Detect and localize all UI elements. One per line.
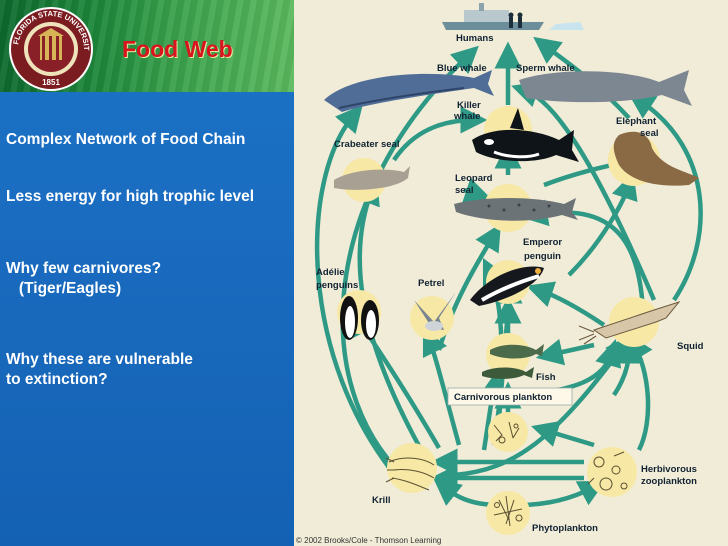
label-elephant-seal: Elephant bbox=[616, 116, 657, 127]
label-carnivorous-plankton: Carnivorous plankton bbox=[454, 392, 552, 403]
petrel-icon bbox=[414, 292, 456, 331]
herbivorous-zooplankton-icon bbox=[587, 451, 628, 491]
killer-whale-icon bbox=[472, 108, 579, 162]
label-killer-whale: whale bbox=[453, 111, 480, 122]
label-blue-whale: Blue whale bbox=[437, 63, 487, 74]
fish-icon bbox=[482, 344, 544, 379]
bullet-energy: Less energy for high trophic level bbox=[6, 187, 254, 207]
label-phytoplankton: Phytoplankton bbox=[532, 523, 598, 534]
label-petrel: Petrel bbox=[418, 278, 444, 289]
label-krill: Krill bbox=[372, 495, 390, 506]
humans-icon bbox=[508, 12, 523, 28]
label-emperor-penguin: penguin bbox=[524, 251, 561, 262]
food-web-diagram: Humans Blue whale Sperm whale Killer wha… bbox=[294, 0, 728, 546]
left-panel: FLORIDA STATE UNIVERSITY 1851 Food Web C… bbox=[0, 0, 294, 546]
bullet-line: (Tiger/Eagles) bbox=[6, 280, 122, 297]
svg-text:1851: 1851 bbox=[42, 78, 60, 87]
bullet-food-chain: Complex Network of Food Chain bbox=[6, 130, 245, 150]
energy-flow-arrows bbox=[314, 36, 703, 508]
emperor-penguin-icon bbox=[470, 266, 544, 306]
label-humans: Humans bbox=[456, 33, 493, 44]
label-herbivorous-zooplankton: Herbivorous bbox=[641, 464, 697, 475]
food-web-svg: Humans Blue whale Sperm whale Killer wha… bbox=[314, 3, 704, 535]
label-adelie-penguins: Adélie bbox=[316, 267, 345, 278]
leopard-seal-icon bbox=[454, 198, 578, 221]
label-squid: Squid bbox=[677, 341, 704, 352]
copyright-text: © 2002 Brooks/Cole - Thomson Learning bbox=[296, 536, 442, 545]
label-sperm-whale: Sperm whale bbox=[516, 63, 575, 74]
label-crabeater-seal: Crabeater seal bbox=[334, 139, 399, 150]
bullet-line: Why few carnivores? bbox=[6, 260, 162, 277]
label-herbivorous-zooplankton: zooplankton bbox=[641, 476, 697, 487]
phytoplankton-icon bbox=[493, 495, 523, 527]
bullet-extinction: Why these are vulnerable to extinction? bbox=[6, 350, 193, 390]
elephant-seal-icon bbox=[613, 131, 699, 186]
label-elephant-seal: seal bbox=[640, 128, 659, 139]
bullet-line: Why these are vulnerable bbox=[6, 351, 193, 368]
sperm-whale-icon bbox=[519, 70, 692, 106]
plankton-icons bbox=[385, 421, 628, 527]
label-fish: Fish bbox=[536, 372, 556, 383]
label-emperor-penguin: Emperor bbox=[523, 237, 562, 248]
bullet-carnivores: Why few carnivores? (Tiger/Eagles) bbox=[6, 259, 161, 299]
bullet-line: Complex Network of Food Chain bbox=[6, 131, 246, 148]
bullet-line: Less energy for high trophic level bbox=[6, 188, 255, 205]
crabeater-seal-icon bbox=[334, 166, 410, 190]
blue-whale-icon bbox=[324, 70, 494, 112]
krill-icon bbox=[385, 457, 435, 491]
bullet-line: to extinction? bbox=[6, 371, 108, 388]
slide-title: Food Web bbox=[122, 36, 233, 62]
university-seal-logo: FLORIDA STATE UNIVERSITY 1851 bbox=[8, 6, 93, 91]
label-killer-whale: Killer bbox=[457, 100, 481, 111]
squid-icon bbox=[578, 301, 681, 345]
carnivorous-plankton-icon bbox=[493, 421, 520, 444]
adelie-penguins-icon bbox=[340, 296, 379, 340]
label-leopard-seal: seal bbox=[455, 185, 474, 196]
label-leopard-seal: Leopard bbox=[455, 173, 493, 184]
carnivorous-plankton-box bbox=[447, 387, 573, 406]
label-adelie-penguins: penguins bbox=[316, 280, 358, 291]
